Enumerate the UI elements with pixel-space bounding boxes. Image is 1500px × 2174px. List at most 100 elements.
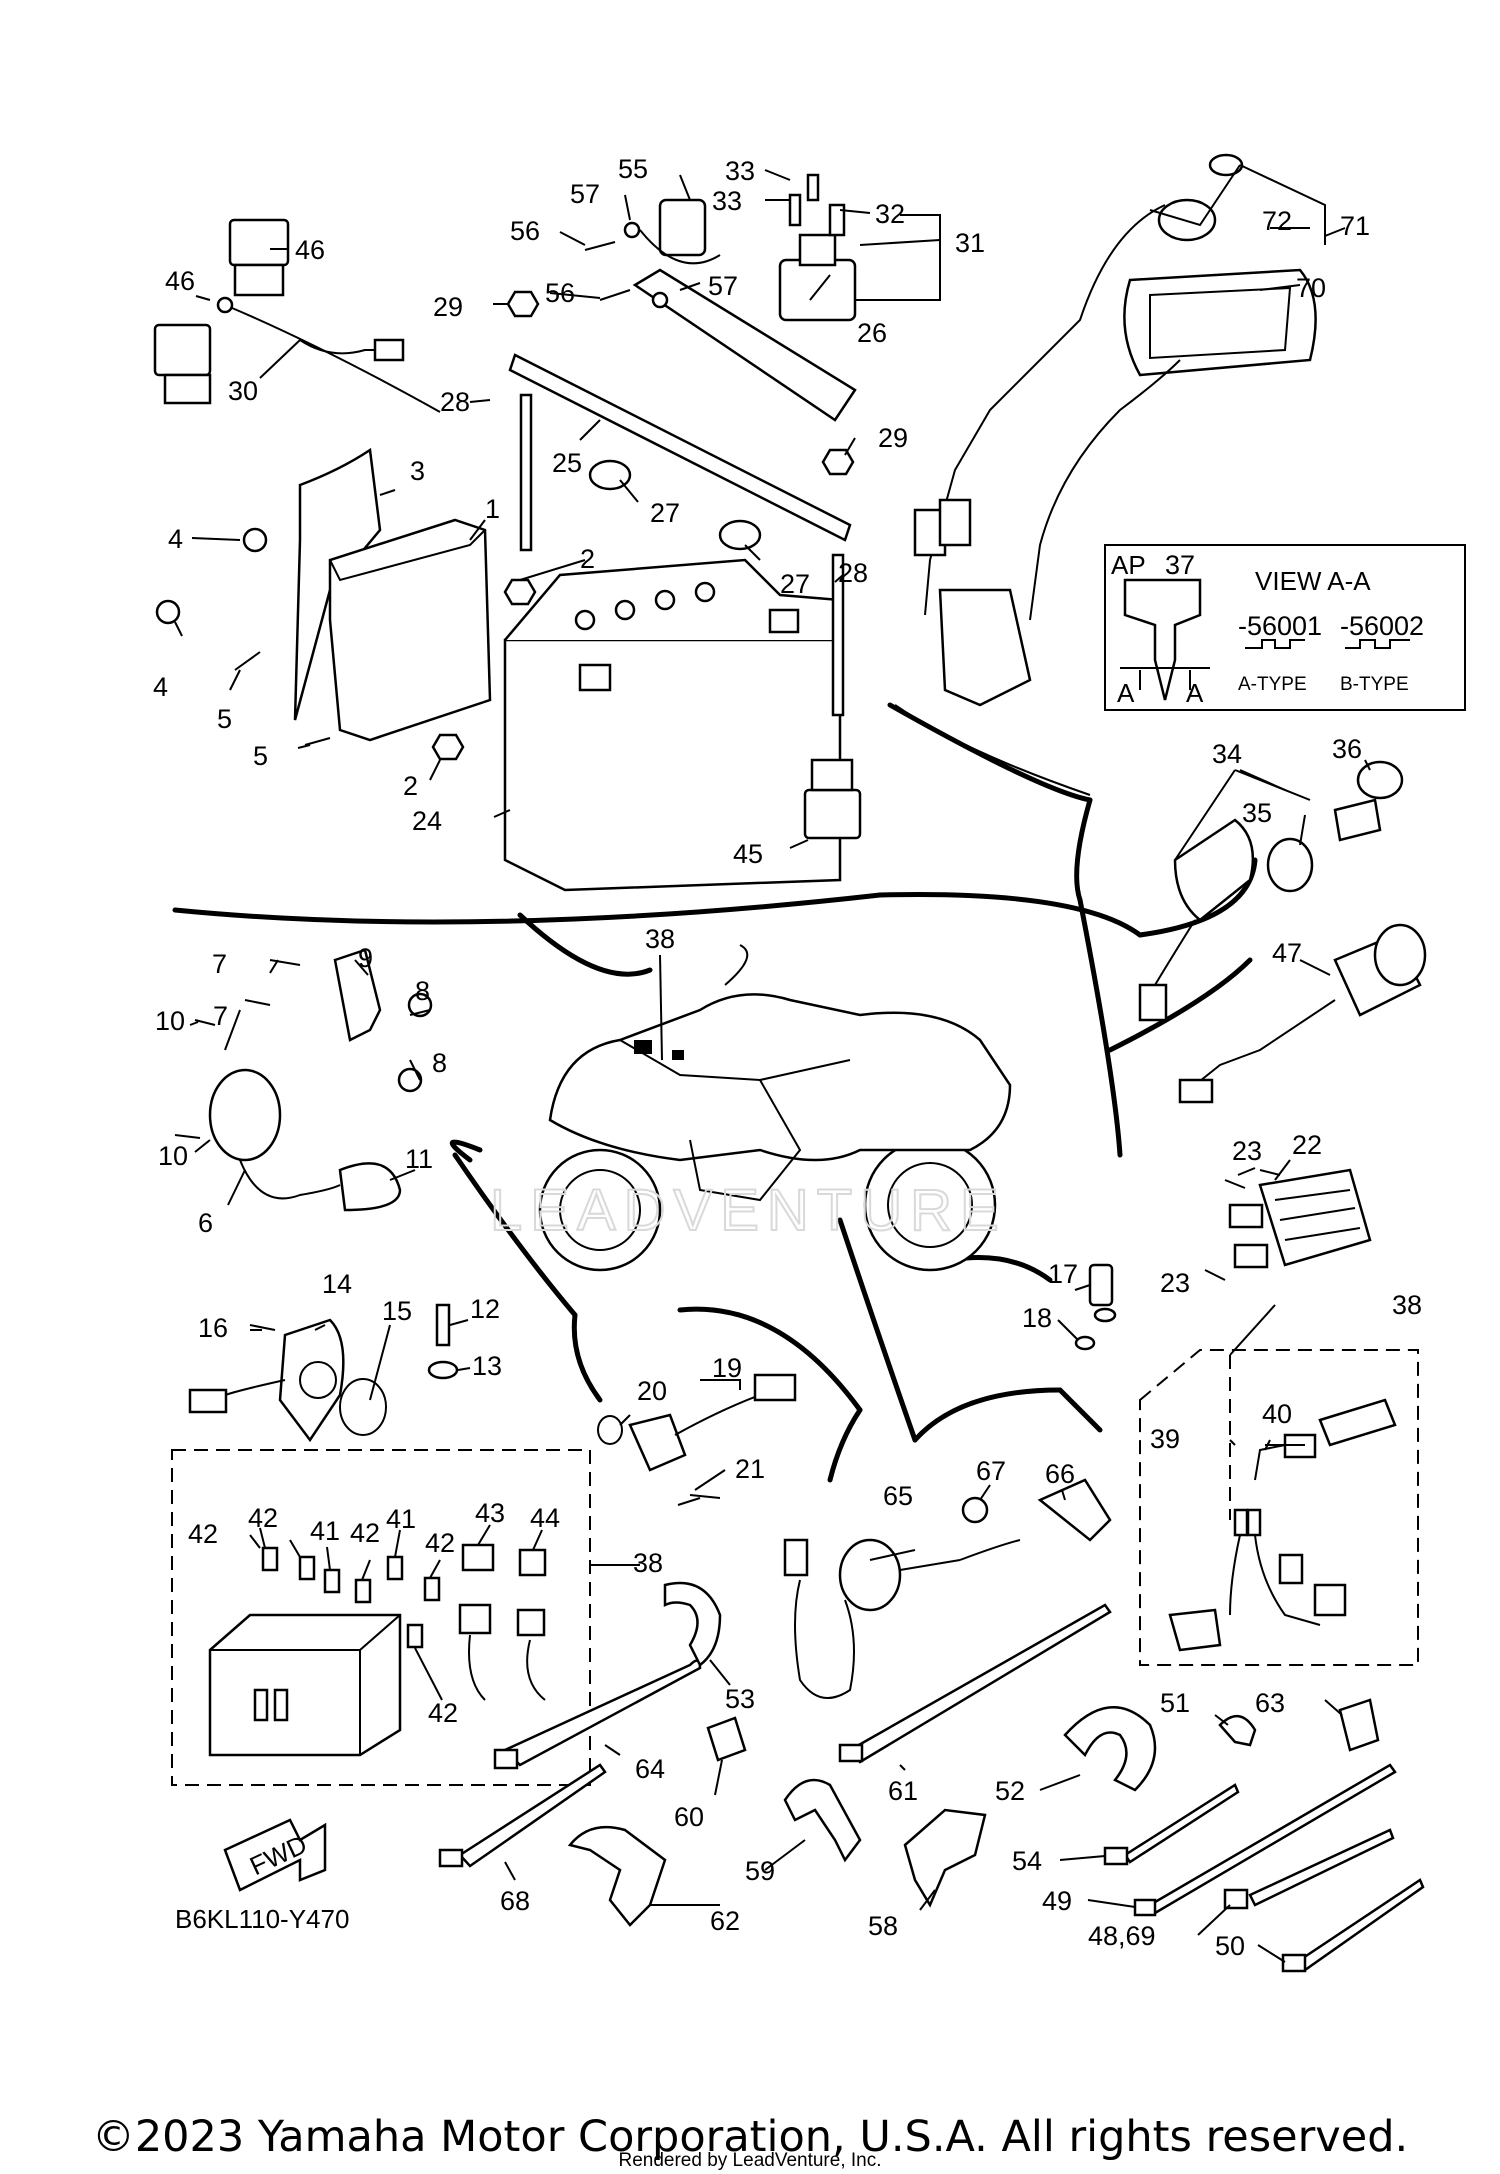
callout-1: 1 (485, 494, 500, 524)
callout-71: 71 (1340, 211, 1370, 241)
callout-17: 17 (1048, 1259, 1078, 1289)
view-right-type: B-TYPE (1340, 674, 1409, 695)
callout-72: 72 (1262, 206, 1292, 236)
callout-22: 22 (1292, 1130, 1322, 1160)
callout-11: 11 (405, 1144, 433, 1174)
group-switch-area (1138, 760, 1427, 1104)
group-clamps-ties (223, 1478, 1425, 1973)
callout-58: 58 (868, 1911, 898, 1941)
callout-42-d: 42 (425, 1528, 455, 1558)
callout-15: 15 (382, 1296, 412, 1326)
view-section-left: A (1117, 678, 1135, 708)
callout-6: 6 (198, 1208, 213, 1238)
callout-51: 51 (1160, 1688, 1190, 1718)
callout-18: 18 (1022, 1303, 1052, 1333)
callout-55: 55 (618, 154, 648, 184)
view-title: VIEW A-A (1255, 566, 1371, 596)
callout-7-lower: 7 (213, 1001, 228, 1031)
rendered-by-credit: Rendered by LeadVenture, Inc. (618, 2150, 882, 2171)
callout-66: 66 (1045, 1459, 1075, 1489)
group-callout-numbers: 46 46 30 28 1 3 4 4 5 5 2 2 24 25 27 27 … (153, 154, 1422, 1961)
callout-57-mid: 57 (708, 271, 738, 301)
copyright-notice: ©2023 Yamaha Motor Corporation, U.S.A. A… (91, 2112, 1409, 2162)
wire-lead-group (1139, 1349, 1419, 1666)
callout-33-top: 33 (725, 156, 755, 186)
callout-38-atv: 38 (645, 924, 675, 954)
callout-8-lower: 8 (432, 1048, 447, 1078)
group-meter-area (894, 153, 1317, 796)
callout-20: 20 (637, 1376, 667, 1406)
callout-23-upper: 23 (1232, 1136, 1262, 1166)
view-ap-label: AP (1111, 550, 1146, 580)
callout-28-right: 28 (838, 558, 868, 588)
callout-12: 12 (470, 1294, 500, 1324)
callout-45: 45 (733, 839, 763, 869)
callout-13: 13 (472, 1351, 502, 1381)
callout-46-left: 46 (165, 266, 195, 296)
callout-21: 21 (735, 1454, 765, 1484)
callout-41-a: 41 (310, 1516, 340, 1546)
callout-43: 43 (475, 1498, 505, 1528)
callout-42-a: 42 (188, 1519, 218, 1549)
callout-54: 54 (1012, 1846, 1042, 1876)
callout-19: 19 (712, 1353, 742, 1383)
callout-64: 64 (635, 1754, 665, 1784)
callout-4-upper: 4 (168, 524, 183, 554)
callout-47: 47 (1272, 938, 1302, 968)
callout-65: 65 (883, 1481, 913, 1511)
watermark-text: LEADVENTURE (490, 1178, 1007, 1243)
callout-35: 35 (1242, 798, 1272, 828)
callout-56-mid: 56 (545, 278, 575, 308)
callout-29-right: 29 (878, 423, 908, 453)
group-neutral-switch (1074, 1263, 1117, 1351)
callout-36: 36 (1332, 734, 1362, 764)
callout-10-upper: 10 (155, 1006, 185, 1036)
callout-42-e: 42 (428, 1698, 458, 1728)
group-sensor-area (597, 1373, 797, 1499)
callout-61: 61 (888, 1776, 918, 1806)
callout-23-lower: 23 (1160, 1268, 1190, 1298)
callout-5-lower: 5 (253, 741, 268, 771)
callout-2-lower: 2 (403, 771, 418, 801)
group-regulator-area (1224, 1168, 1372, 1269)
callout-34: 34 (1212, 739, 1242, 769)
callout-42-b: 42 (248, 1503, 278, 1533)
callout-40: 40 (1262, 1399, 1292, 1429)
callout-16: 16 (198, 1313, 228, 1343)
callout-38-right: 38 (1392, 1290, 1422, 1320)
callout-29-left: 29 (433, 292, 463, 322)
view-left-code: -56001 (1238, 611, 1322, 641)
group-battery-area (153, 173, 862, 892)
callout-37: 37 (1165, 550, 1195, 580)
callout-68: 68 (500, 1886, 530, 1916)
view-a-a-box: AP 37 VIEW A-A -56001 -56002 A-TYPE B-TY… (1104, 544, 1466, 711)
callout-44: 44 (530, 1503, 560, 1533)
callout-42-c: 42 (350, 1518, 380, 1548)
callout-27-left: 27 (650, 498, 680, 528)
view-right-code: -56002 (1340, 611, 1424, 641)
callout-3: 3 (410, 456, 425, 486)
callout-26: 26 (857, 318, 887, 348)
view-section-right: A (1186, 678, 1204, 708)
callout-4-lower: 4 (153, 672, 168, 702)
view-left-type: A-TYPE (1238, 674, 1307, 695)
callout-33-mid: 33 (712, 186, 742, 216)
callout-9: 9 (358, 943, 373, 973)
callout-41-b: 41 (386, 1504, 416, 1534)
callout-70: 70 (1296, 273, 1326, 303)
fuse-box-group (171, 1449, 591, 1786)
callout-24: 24 (412, 806, 442, 836)
group-leader-lines (172, 702, 1258, 1483)
callout-50: 50 (1215, 1931, 1245, 1961)
callout-39: 39 (1150, 1424, 1180, 1454)
callout-57-top: 57 (570, 179, 600, 209)
group-pickup-area (188, 1303, 459, 1443)
callout-25: 25 (552, 448, 582, 478)
callout-59: 59 (745, 1856, 775, 1886)
callout-30: 30 (228, 376, 258, 406)
callout-28-top: 28 (440, 387, 470, 417)
group-coil-area (174, 948, 433, 1212)
callout-56-top: 56 (510, 216, 540, 246)
callout-27-right: 27 (780, 569, 810, 599)
